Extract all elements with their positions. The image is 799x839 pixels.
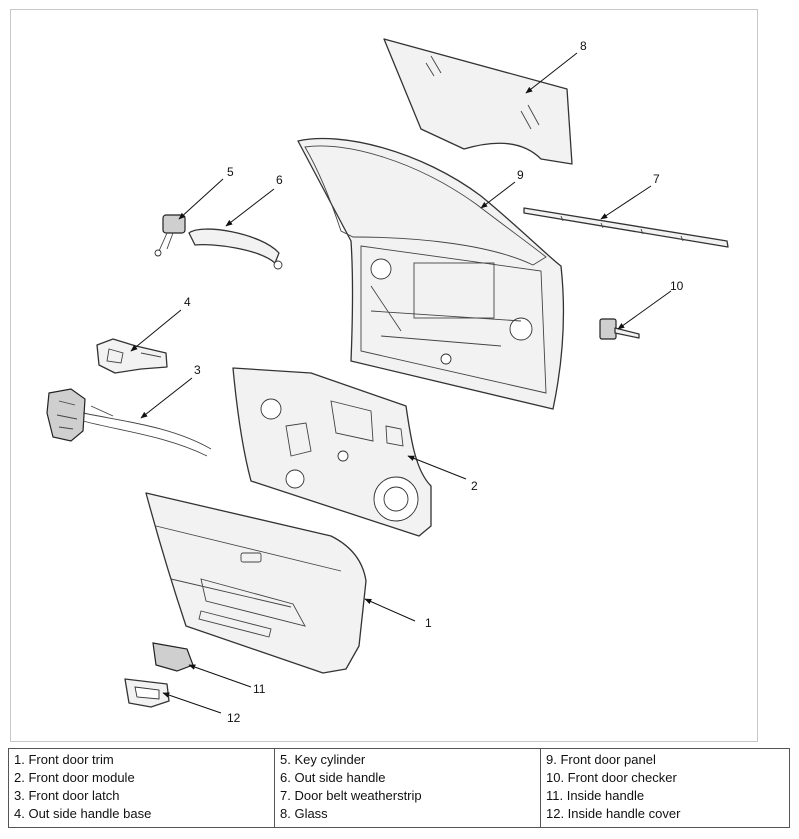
exploded-door-diagram: 1 2 3 4 5 6 7 8 9 10 11 12 <box>46 38 729 725</box>
front-door-trim-part <box>145 492 367 674</box>
leader-12 <box>162 692 222 714</box>
callout-1: 1 <box>425 616 432 630</box>
leader-3 <box>140 377 193 419</box>
legend-item: 7. Door belt weatherstrip <box>280 788 422 803</box>
key-cylinder-part <box>154 214 186 257</box>
legend-item: 11. Inside handle <box>546 788 645 803</box>
outside-handle-part <box>188 228 283 270</box>
legend-row: 1. Front door trim 2. Front door module … <box>8 748 790 828</box>
leader-11 <box>188 664 252 688</box>
legend-item: 8. Glass <box>280 806 328 821</box>
leader-10 <box>617 290 672 330</box>
leader-6 <box>225 188 275 227</box>
front-door-module-part <box>232 367 432 537</box>
leader-4 <box>130 309 182 352</box>
callout-6: 6 <box>276 173 283 187</box>
legend-column-3: 9. Front door panel 10. Front door check… <box>540 748 790 828</box>
parts-legend-table: 1. Front door trim 2. Front door module … <box>8 748 790 828</box>
front-door-latch-part <box>46 388 212 457</box>
leader-8 <box>525 52 578 94</box>
leader-9 <box>480 181 516 209</box>
legend-item: 4. Out side handle base <box>14 806 152 821</box>
door-checker-part <box>599 318 640 340</box>
leader-2 <box>407 455 467 480</box>
callout-8: 8 <box>580 39 587 53</box>
callout-11: 11 <box>253 682 266 696</box>
callout-5: 5 <box>227 165 234 179</box>
leader-1 <box>364 598 416 622</box>
callout-12: 12 <box>227 711 241 725</box>
legend-item: 3. Front door latch <box>14 788 120 803</box>
leader-7 <box>600 185 652 220</box>
legend-item: 9. Front door panel <box>546 752 656 767</box>
callout-9: 9 <box>517 168 524 182</box>
diagram-frame: 1 2 3 4 5 6 7 8 9 10 11 12 <box>10 9 758 742</box>
inside-handle-part <box>152 642 194 672</box>
inside-handle-cover-part <box>124 678 170 708</box>
front-door-panel-part <box>297 137 565 410</box>
belt-weatherstrip-part <box>523 207 729 248</box>
leader-5 <box>178 178 224 220</box>
legend-item: 5. Key cylinder <box>280 752 366 767</box>
callout-10: 10 <box>670 279 684 293</box>
legend-item: 1. Front door trim <box>14 752 114 767</box>
legend-column-2: 5. Key cylinder 6. Out side handle 7. Do… <box>274 748 541 828</box>
legend-item: 6. Out side handle <box>280 770 386 785</box>
callout-3: 3 <box>194 363 201 377</box>
callout-7: 7 <box>653 172 660 186</box>
callout-4: 4 <box>184 295 191 309</box>
legend-item: 2. Front door module <box>14 770 135 785</box>
legend-item: 10. Front door checker <box>546 770 677 785</box>
glass-part <box>383 38 573 165</box>
legend-column-1: 1. Front door trim 2. Front door module … <box>8 748 275 828</box>
callout-2: 2 <box>471 479 478 493</box>
outside-handle-base-part <box>96 338 168 374</box>
legend-item: 12. Inside handle cover <box>546 806 681 821</box>
